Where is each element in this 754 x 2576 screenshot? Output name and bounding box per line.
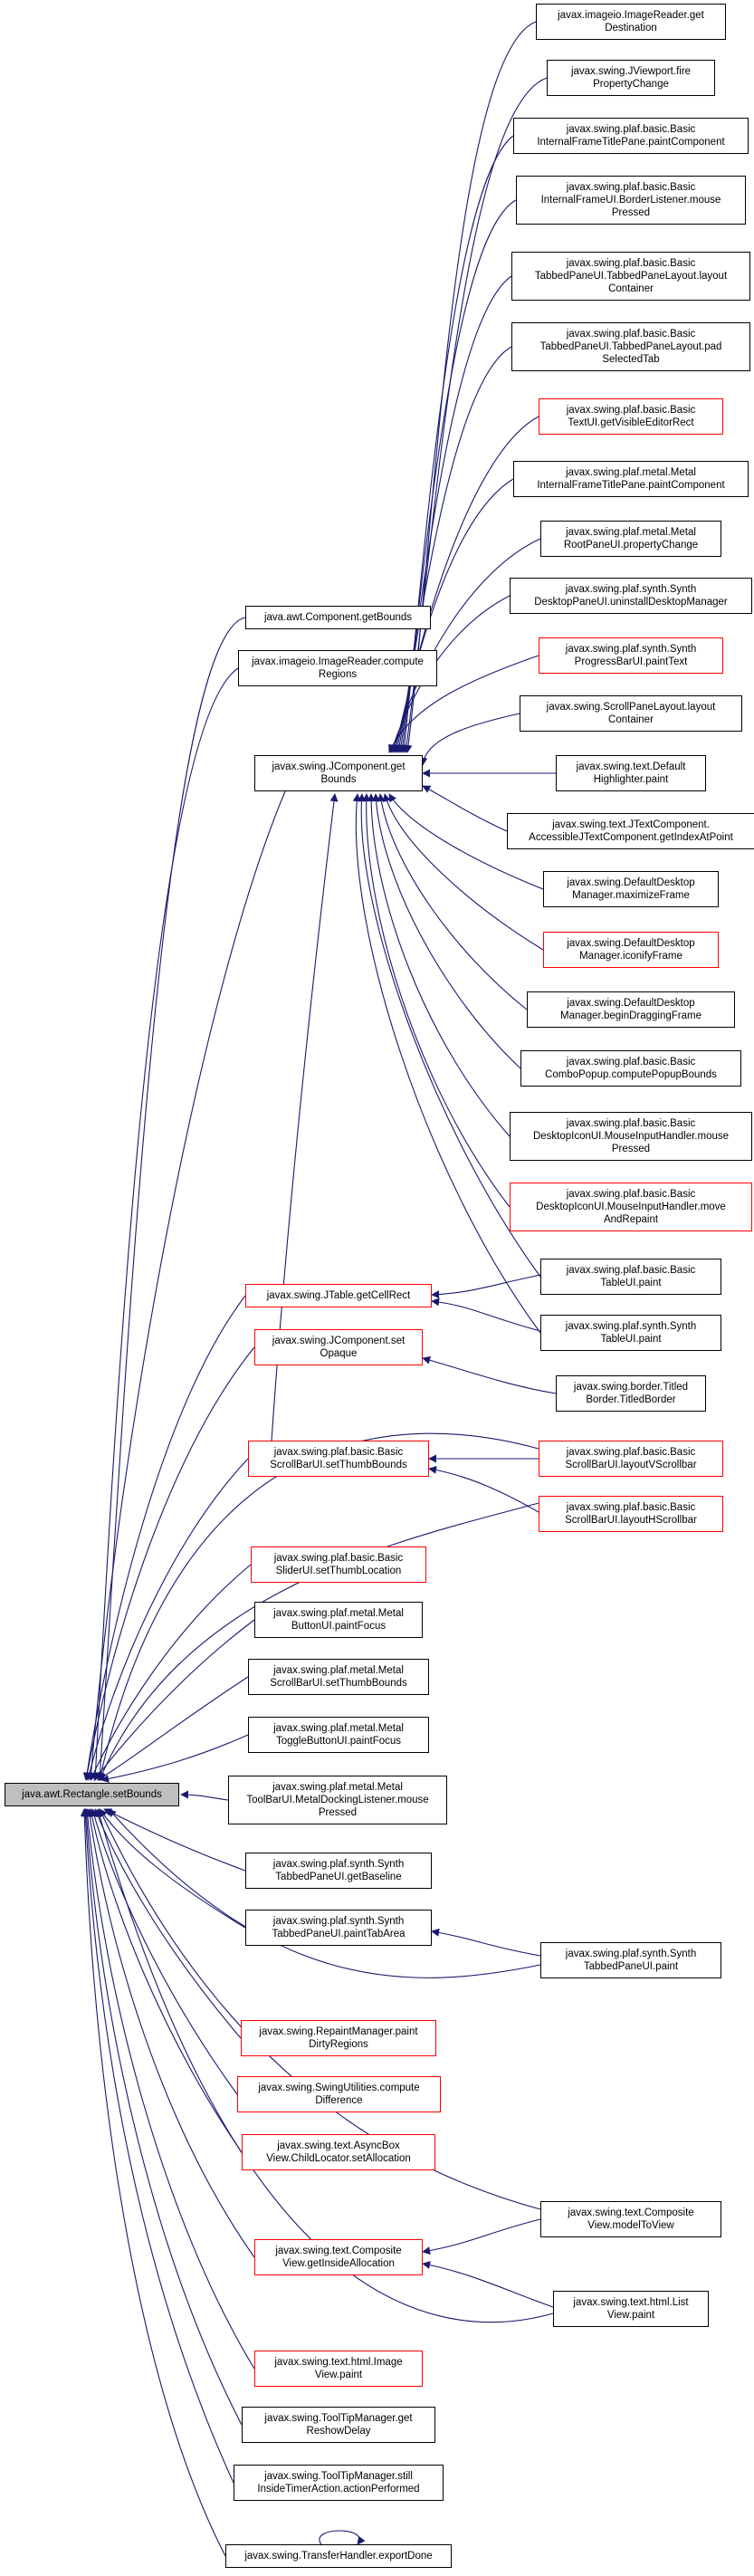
call-edge-39 [367, 793, 511, 1137]
node-jviewport-firepropertychange[interactable]: javax.swing.JViewport.fire PropertyChang… [547, 60, 715, 96]
call-edge-9 [100, 1734, 249, 1783]
call-edge-6 [90, 1564, 252, 1781]
node-jcomponent-setopaque[interactable]: javax.swing.JComponent.set Opaque [254, 1329, 423, 1365]
node-compositeview-getinsideallocation[interactable]: javax.swing.text.Composite View.getInsid… [254, 2239, 423, 2275]
call-edge-13 [93, 1808, 242, 2039]
call-edge-57 [319, 2530, 366, 2545]
call-edge-38 [371, 793, 521, 1069]
node-basiccombopopup-computepopupbounds[interactable]: javax.swing.plaf.basic.Basic ComboPopup.… [520, 1050, 741, 1087]
node-synthtableui-paint[interactable]: javax.swing.plaf.synth.Synth TableUI.pai… [540, 1315, 721, 1351]
node-metalinternalframetitlepane-paintcomponent[interactable]: javax.swing.plaf.metal.Metal InternalFra… [513, 461, 749, 497]
call-edge-18 [82, 1808, 243, 2426]
node-defaultdesktopmanager-iconifyframe[interactable]: javax.swing.DefaultDesktop Manager.iconi… [543, 932, 719, 968]
node-synthprogressbar-painttext[interactable]: javax.swing.plaf.synth.Synth ProgressBar… [539, 637, 723, 674]
call-edge-42 [352, 793, 541, 1334]
node-basicdesktopicon-mousepressed[interactable]: javax.swing.plaf.basic.Basic DesktopIcon… [510, 1112, 752, 1161]
call-edge-17 [83, 1808, 255, 2370]
call-edge-19 [81, 1808, 234, 2484]
call-edge-34 [422, 785, 508, 832]
node-repaintmanager-paintdirtyregions[interactable]: javax.swing.RepaintManager.paint DirtyRe… [241, 2020, 436, 2056]
node-defaulthighlighter-paint[interactable]: javax.swing.text.Default Highlighter.pai… [556, 755, 706, 791]
call-edge-36 [382, 793, 544, 951]
node-transferhandler-exportdone[interactable]: javax.swing.TransferHandler.exportDone [225, 2544, 452, 2568]
call-edge-3 [82, 1295, 246, 1781]
node-tooltipmanager-actionperformed[interactable]: javax.swing.ToolTipManager.still InsideT… [234, 2465, 444, 2501]
call-edge-46 [422, 1355, 557, 1394]
call-edge-4 [83, 1346, 255, 1781]
node-htmllistview-paint[interactable]: javax.swing.text.html.List View.paint [553, 2291, 709, 2327]
node-swingutilities-computedifference[interactable]: javax.swing.SwingUtilities.compute Diffe… [237, 2076, 441, 2112]
node-tabbedpanelayout-padselectedtab[interactable]: javax.swing.plaf.basic.Basic TabbedPaneU… [511, 322, 750, 371]
call-edge-14 [90, 1808, 238, 2095]
node-imagereader-computeregions[interactable]: javax.imageio.ImageReader.compute Region… [238, 650, 437, 686]
node-imagereader-getdestination[interactable]: javax.imageio.ImageReader.get Destinatio… [536, 4, 726, 40]
call-edge-27 [394, 416, 539, 753]
call-edge-37 [377, 793, 528, 1010]
node-metalscrollbar-setthumbbounds[interactable]: javax.swing.plaf.metal.Metal ScrollBarUI… [248, 1659, 429, 1695]
call-edge-1 [91, 667, 239, 1781]
node-basicinternalframetitlepane-paintcomponent[interactable]: javax.swing.plaf.basic.Basic InternalFra… [513, 118, 749, 154]
node-defaultdesktopmanager-maximizeframe[interactable]: javax.swing.DefaultDesktop Manager.maxim… [543, 871, 719, 907]
call-edge-26 [395, 346, 512, 753]
call-edge-43 [271, 793, 339, 1441]
node-synthtabbedpane-getbaseline[interactable]: javax.swing.plaf.synth.Synth TabbedPaneU… [245, 1853, 432, 1889]
call-edge-8 [97, 1676, 249, 1781]
node-metalbutton-paintfocus[interactable]: javax.swing.plaf.metal.Metal ButtonUI.pa… [254, 1602, 423, 1638]
node-scrollpanelayout-layoutcontainer[interactable]: javax.swing.ScrollPaneLayout.layout Cont… [520, 695, 742, 732]
call-edge-44 [431, 1274, 541, 1299]
node-titledborder[interactable]: javax.swing.border.Titled Border.TitledB… [556, 1375, 706, 1412]
node-tooltipmanager-getreshowdelay[interactable]: javax.swing.ToolTipManager.get ReshowDel… [242, 2407, 435, 2443]
node-basicscrollbar-layouthscrollbar[interactable]: javax.swing.plaf.basic.Basic ScrollBarUI… [539, 1496, 723, 1532]
call-edge-12 [99, 1808, 246, 1929]
node-jcomponent-getbounds[interactable]: javax.swing.JComponent.get Bounds [254, 755, 423, 791]
call-edge-0 [96, 617, 246, 1781]
node-component-getbounds[interactable]: java.awt.Component.getBounds [245, 606, 431, 629]
call-edge-31 [388, 655, 539, 753]
node-compositeview-modeltoview[interactable]: javax.swing.text.Composite View.modelToV… [540, 2201, 721, 2237]
node-asyncboxview-setallocation[interactable]: javax.swing.text.AsyncBox View.ChildLoca… [242, 2134, 435, 2170]
node-defaultdesktopmanager-begindraggingframe[interactable]: javax.swing.DefaultDesktop Manager.begin… [527, 991, 735, 1028]
call-edge-16 [85, 1808, 255, 2258]
call-edge-32 [419, 713, 520, 766]
call-edge-41 [357, 793, 541, 1278]
node-metaltogglebutton-paintfocus[interactable]: javax.swing.plaf.metal.Metal ToggleButto… [248, 1717, 429, 1753]
call-edge-35 [388, 793, 544, 890]
call-edge-48 [428, 1465, 539, 1513]
call-edge-55 [422, 2261, 554, 2308]
node-htmlimageview-paint[interactable]: javax.swing.text.html.Image View.paint [254, 2351, 423, 2387]
call-edge-5 [85, 1458, 249, 1781]
node-basicscrollbar-setthumbbounds[interactable]: javax.swing.plaf.basic.Basic ScrollBarUI… [248, 1441, 429, 1477]
call-edge-15 [88, 1808, 243, 2153]
call-edge-53 [422, 2218, 541, 2255]
call-edge-10 [180, 1790, 229, 1801]
call-edge-20 [80, 1808, 226, 2557]
node-basictableui-paint[interactable]: javax.swing.plaf.basic.Basic TableUI.pai… [540, 1259, 721, 1295]
node-synthtabbedpaneui-paint[interactable]: javax.swing.plaf.synth.Synth TabbedPaneU… [540, 1942, 721, 1978]
node-basicslider-setthumblocation[interactable]: javax.swing.plaf.basic.Basic SliderUI.se… [251, 1547, 426, 1583]
node-synthdesktoppane-uninstall[interactable]: javax.swing.plaf.synth.Synth DesktopPane… [510, 578, 752, 614]
node-basicscrollbar-layoutvscrollbar[interactable]: javax.swing.plaf.basic.Basic ScrollBarUI… [539, 1441, 723, 1477]
node-tabbedpanelayout-layoutcontainer[interactable]: javax.swing.plaf.basic.Basic TabbedPaneU… [511, 252, 750, 301]
call-edge-28 [392, 478, 514, 753]
node-basicdesktopicon-moveandrepaint[interactable]: javax.swing.plaf.basic.Basic DesktopIcon… [510, 1183, 752, 1231]
node-jtable-getcellrect[interactable]: javax.swing.JTable.getCellRect [245, 1284, 432, 1307]
node-metalrootpaneui-propertychange[interactable]: javax.swing.plaf.metal.Metal RootPaneUI.… [540, 521, 721, 557]
node-basicinternalframe-borderlistener[interactable]: javax.swing.plaf.basic.Basic InternalFra… [516, 176, 746, 225]
call-edge-45 [431, 1298, 541, 1332]
call-edge-52 [108, 1808, 541, 1978]
call-edge-51 [431, 1928, 541, 1957]
node-basictextui-getvisibleeditorrect[interactable]: javax.swing.plaf.basic.Basic TextUI.getV… [539, 398, 723, 435]
node-root-rectangle-setbounds[interactable]: java.awt.Rectangle.setBounds [5, 1783, 179, 1806]
call-edge-40 [362, 793, 511, 1208]
call-edge-2 [87, 790, 286, 1781]
node-metaltoolbar-mousepressed[interactable]: javax.swing.plaf.metal.Metal ToolBarUI.M… [228, 1776, 447, 1824]
node-jtextcomponent-getindexatpoint[interactable]: javax.swing.text.JTextComponent. Accessi… [507, 813, 754, 849]
node-synthtabbedpane-painttabarea[interactable]: javax.swing.plaf.synth.Synth TabbedPaneU… [245, 1910, 432, 1946]
